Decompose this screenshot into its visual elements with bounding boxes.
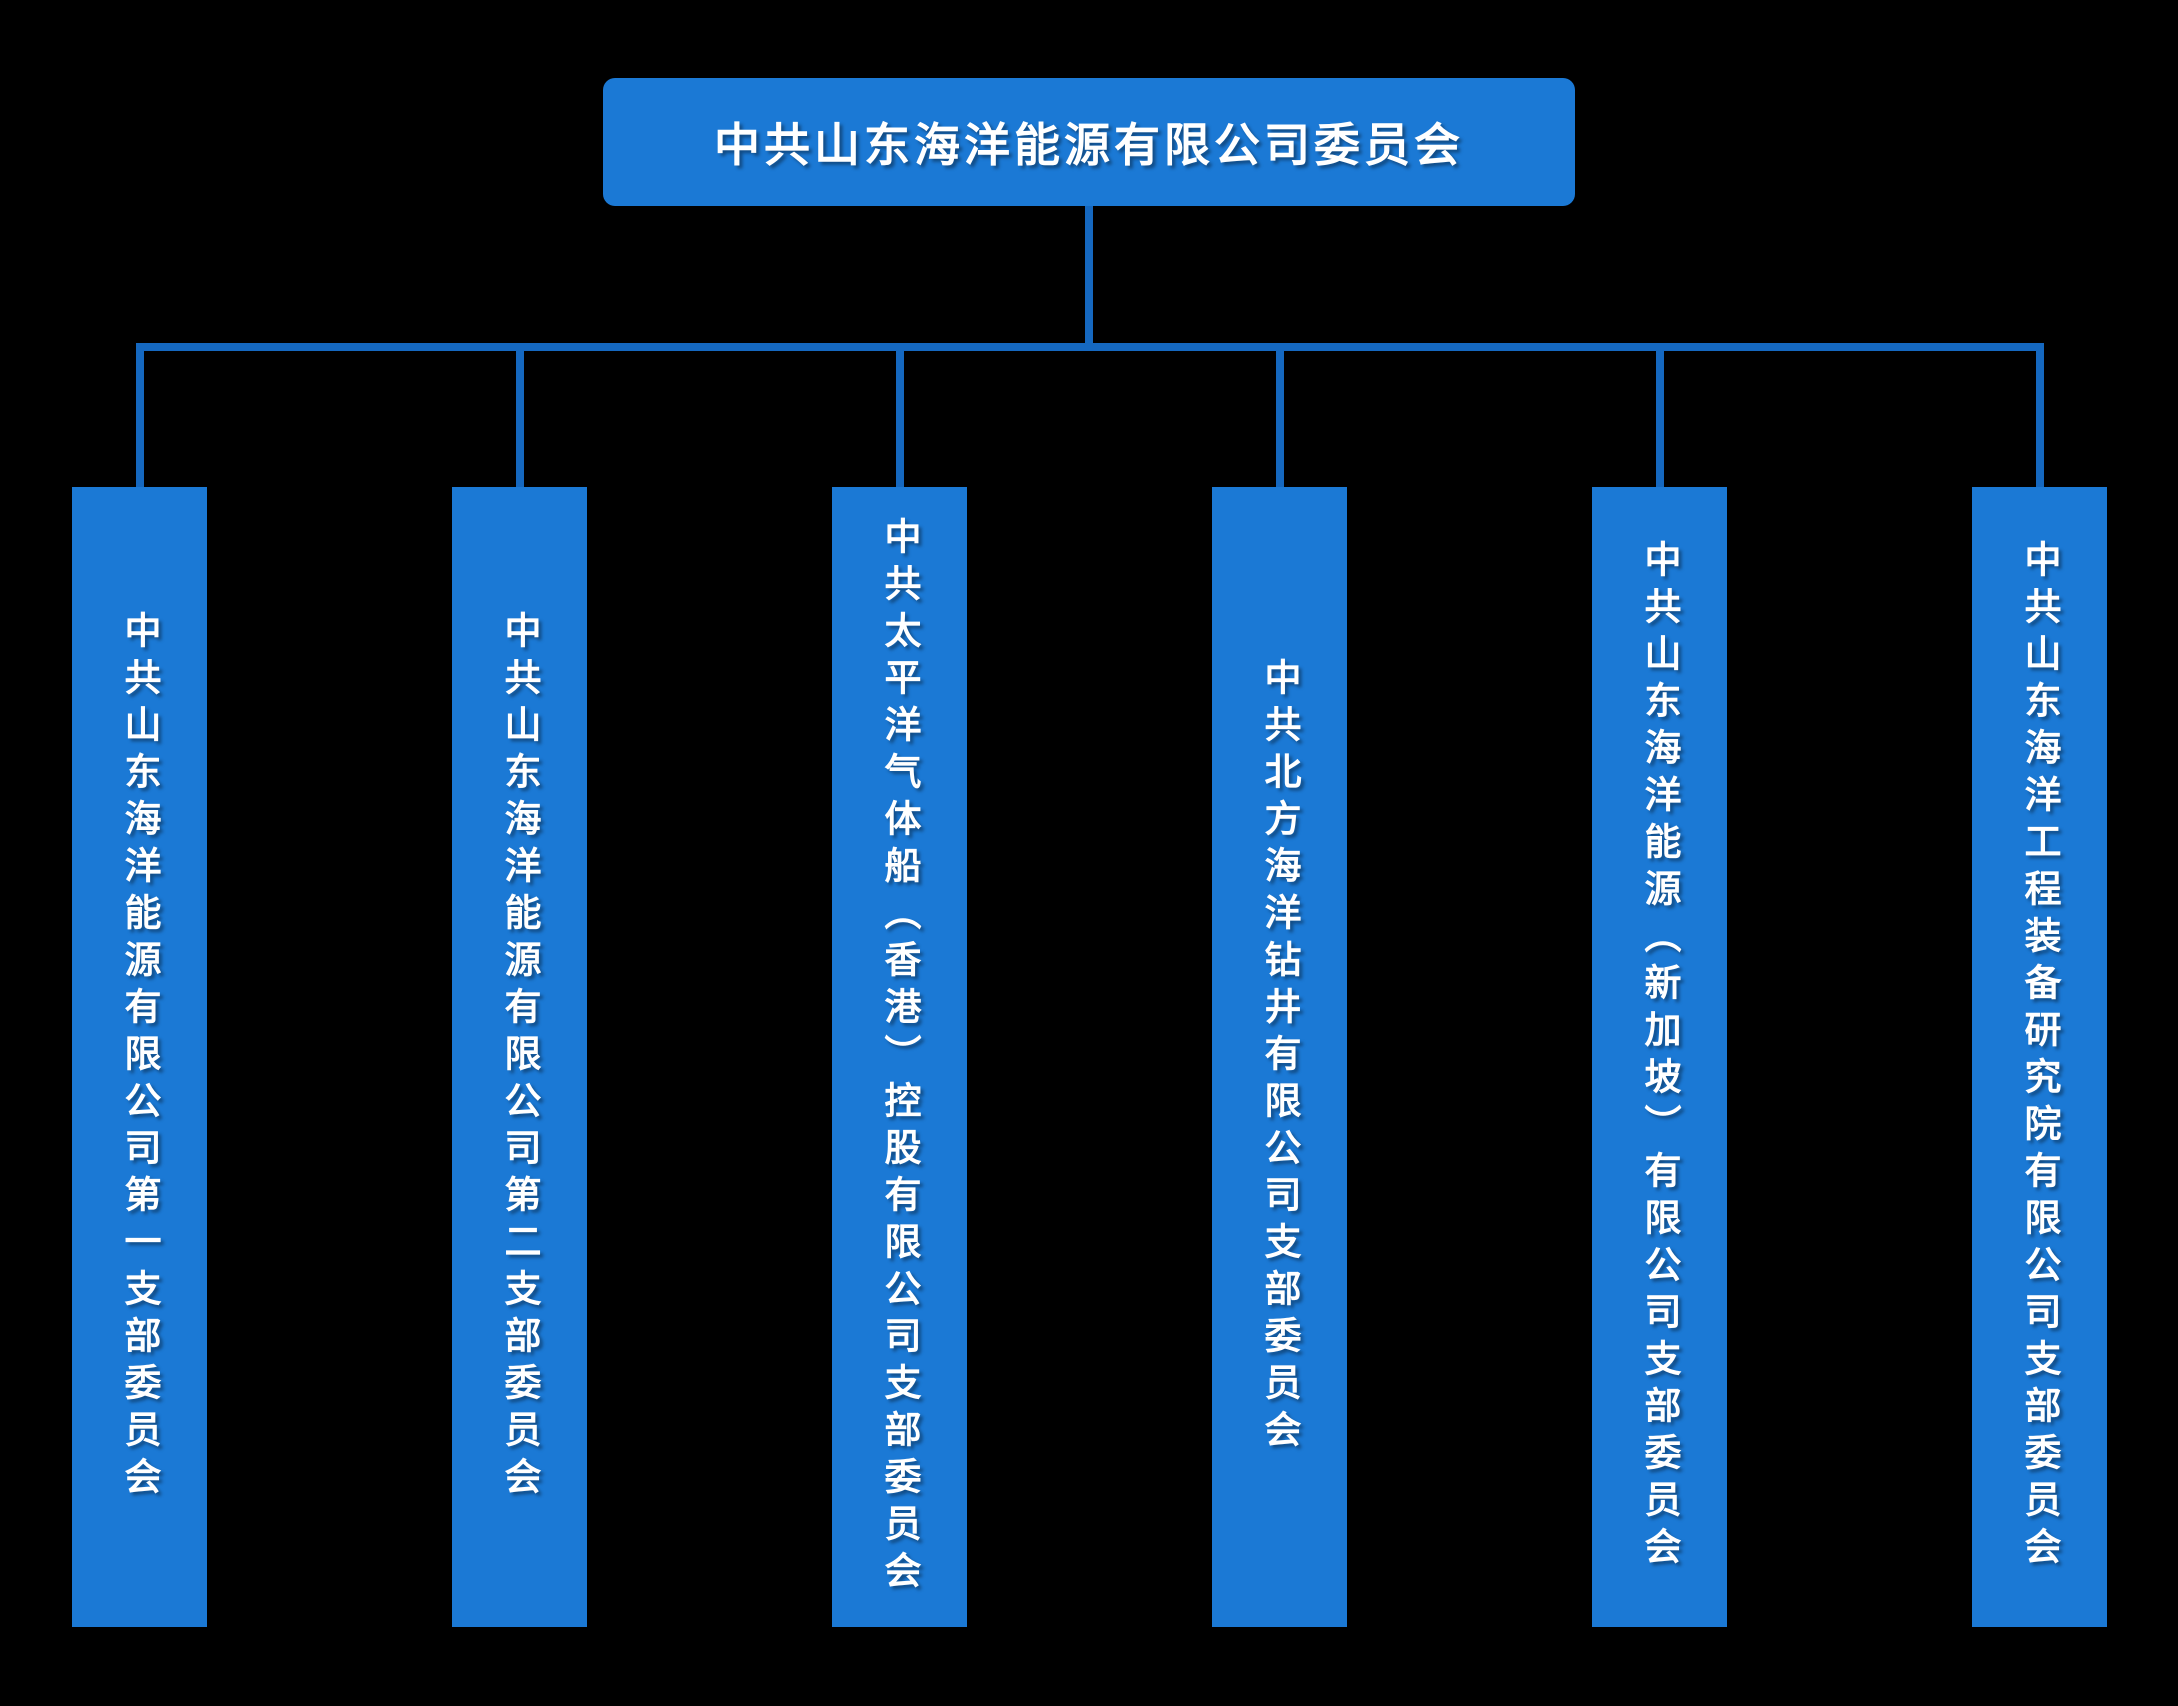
org-node-branch-1: 中共山东海洋能源有限公司第一支部委员会 (72, 487, 207, 1627)
connector-horizontal-bus (136, 343, 2043, 351)
connector-branch-5 (1656, 343, 1664, 487)
connector-branch-4 (1276, 343, 1284, 487)
org-node-branch-4-label: 中共北方海洋钻井有限公司支部委员会 (1258, 657, 1301, 1457)
org-node-branch-4: 中共北方海洋钻井有限公司支部委员会 (1212, 487, 1347, 1627)
org-node-branch-3: 中共太平洋气体船（香港）控股有限公司支部委员会 (832, 487, 967, 1627)
connector-branch-6 (2036, 343, 2044, 487)
org-node-branch-6-label: 中共山东海洋工程装备研究院有限公司支部委员会 (2018, 540, 2061, 1574)
org-node-branch-6: 中共山东海洋工程装备研究院有限公司支部委员会 (1972, 487, 2107, 1627)
org-node-branch-2: 中共山东海洋能源有限公司第二支部委员会 (452, 487, 587, 1627)
org-node-branch-1-label: 中共山东海洋能源有限公司第一支部委员会 (118, 610, 161, 1504)
org-node-branch-3-label: 中共太平洋气体船（香港）控股有限公司支部委员会 (878, 516, 921, 1598)
org-node-root-label: 中共山东海洋能源有限公司委员会 (714, 118, 1464, 172)
connector-branch-2 (516, 343, 524, 487)
org-node-branch-5: 中共山东海洋能源（新加坡）有限公司支部委员会 (1592, 487, 1727, 1627)
org-node-root: 中共山东海洋能源有限公司委员会 (603, 78, 1575, 206)
connector-branch-1 (136, 343, 144, 487)
connector-branch-3 (896, 343, 904, 487)
org-node-branch-5-label: 中共山东海洋能源（新加坡）有限公司支部委员会 (1638, 540, 1681, 1574)
org-node-branch-2-label: 中共山东海洋能源有限公司第二支部委员会 (498, 610, 541, 1504)
connector-root-vertical (1085, 206, 1093, 347)
